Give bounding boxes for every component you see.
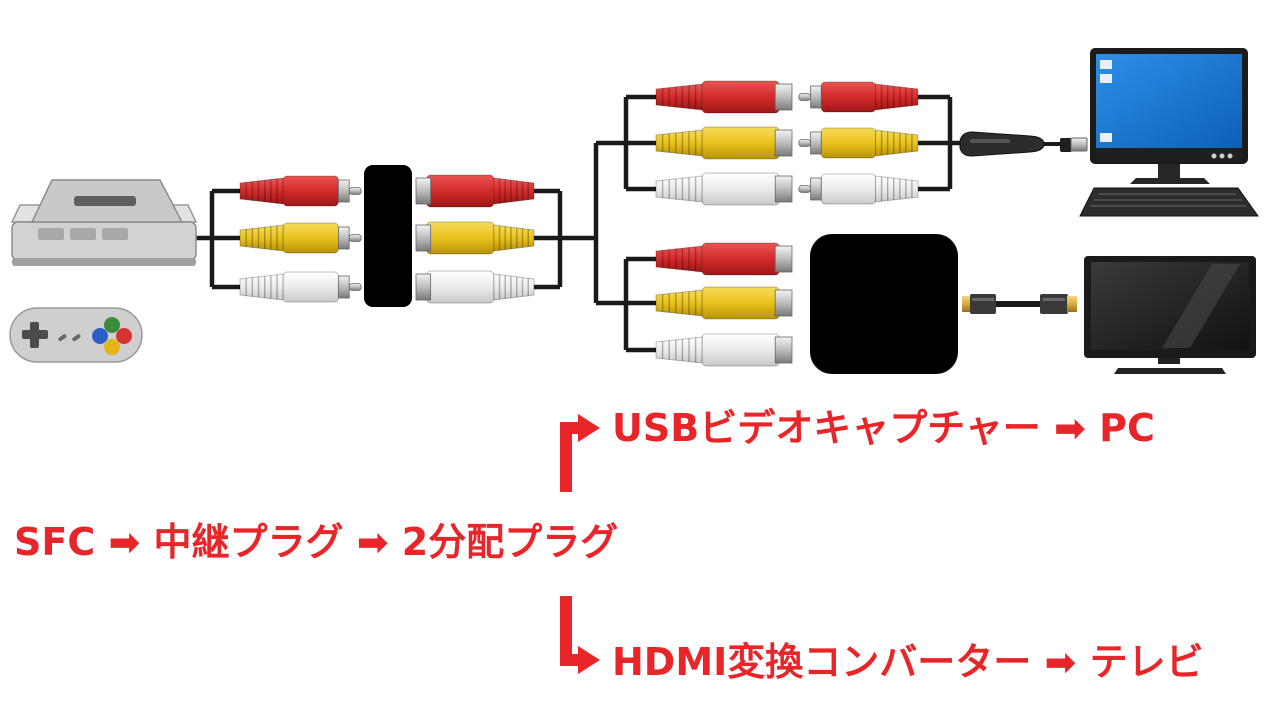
up-arrow-head <box>578 414 600 442</box>
upper-branch-label: USBビデオキャプチャー ➡ PC <box>612 406 1155 450</box>
usb-capture-icon <box>959 131 1088 157</box>
rca-socket-white <box>415 270 535 304</box>
rca-plug-red <box>239 175 362 207</box>
rca-plug-yellow <box>239 222 362 254</box>
hdmi-cable-icon <box>962 294 1077 314</box>
up-arrow <box>560 422 580 492</box>
rca-socket-white <box>655 172 793 206</box>
gamepad-icon <box>9 307 143 363</box>
wires <box>176 94 960 353</box>
tv-icon <box>1084 256 1256 374</box>
down-arrow <box>560 596 580 666</box>
rca-socket-yellow <box>415 221 535 255</box>
rca-socket-red <box>655 242 793 276</box>
sfc-console-icon <box>10 179 198 266</box>
main-flow-label: SFC ➡ 中継プラグ ➡ 2分配プラグ <box>14 520 619 564</box>
rca-socket-yellow <box>655 126 793 160</box>
lower-branch-label: HDMI変換コンバーター ➡ テレビ <box>612 640 1204 684</box>
hdmi-converter-icon <box>810 234 958 374</box>
flow-arrows <box>560 414 600 674</box>
rca-plug-red <box>798 81 919 113</box>
rca-plug-white <box>239 271 362 303</box>
pc-monitor-icon <box>1079 48 1259 217</box>
rca-plug-yellow <box>798 127 919 159</box>
relay-plug-icon <box>364 165 412 307</box>
rca-plug-white <box>798 173 919 205</box>
rca-socket-yellow <box>655 286 793 320</box>
rca-socket-red <box>655 80 793 114</box>
down-arrow-head <box>578 646 600 674</box>
rca-socket-white <box>655 333 793 367</box>
rca-plugs <box>239 80 919 367</box>
rca-socket-red <box>415 174 535 208</box>
